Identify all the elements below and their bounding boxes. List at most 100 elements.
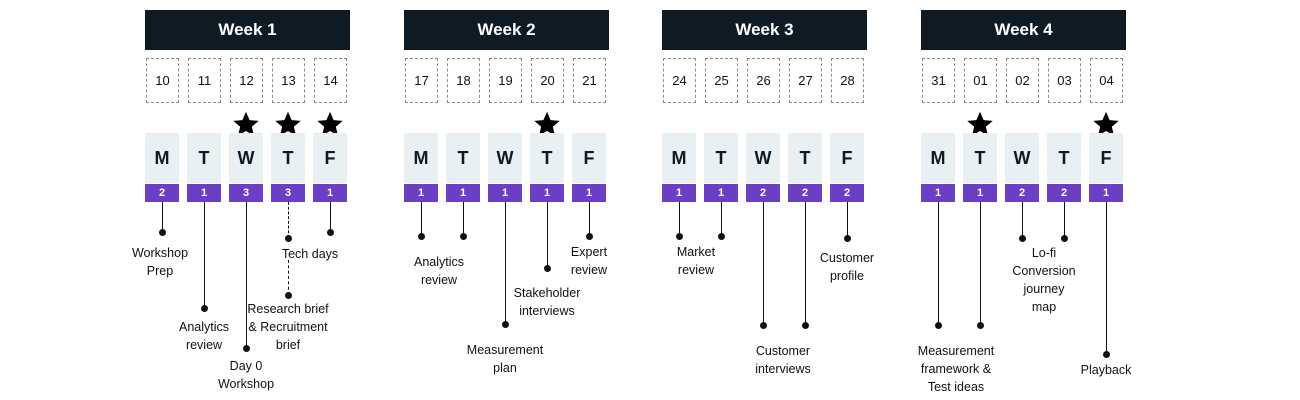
day-tile: W (488, 133, 522, 183)
star-icon (316, 110, 344, 138)
connector-line (246, 202, 247, 348)
connector-line (980, 202, 981, 325)
star-icon (1092, 110, 1120, 138)
activity-count-badge: 1 (530, 184, 564, 202)
star-icon (533, 110, 561, 138)
activity-count-badge: 1 (921, 184, 955, 202)
activity-count-badge: 1 (313, 184, 347, 202)
day-tile: T (788, 133, 822, 183)
week-header: Week 4 (921, 10, 1126, 50)
day-tile: T (1047, 133, 1081, 183)
activity-count-badge: 2 (145, 184, 179, 202)
date-box: 26 (747, 58, 780, 103)
connector-dot (934, 321, 942, 329)
activity-count-badge: 3 (229, 184, 263, 202)
activity-label: Tech days (281, 247, 339, 261)
date-box: 14 (314, 58, 347, 103)
connector-dot (543, 264, 551, 272)
date-box: 11 (188, 58, 221, 103)
activity-count-badge: 2 (1047, 184, 1081, 202)
connector-line (162, 202, 163, 232)
day-tile: W (1005, 133, 1039, 183)
date-box: 02 (1006, 58, 1039, 103)
star-icon (966, 110, 994, 138)
star-icon (274, 110, 302, 138)
connector-line (589, 202, 590, 236)
connector-dot (1018, 234, 1026, 242)
activity-count-badge: 1 (488, 184, 522, 202)
day-tile: T (704, 133, 738, 183)
day-tile: F (572, 133, 606, 183)
activity-count-badge: 2 (1005, 184, 1039, 202)
star-icon (232, 110, 260, 138)
connector-dot (976, 321, 984, 329)
day-tile: F (830, 133, 864, 183)
activity-count-badge: 1 (572, 184, 606, 202)
date-box: 27 (789, 58, 822, 103)
date-box: 18 (447, 58, 480, 103)
day-tile: T (187, 133, 221, 183)
date-box: 28 (831, 58, 864, 103)
date-box: 04 (1090, 58, 1123, 103)
connector-dot (326, 228, 334, 236)
day-tile: T (271, 133, 305, 183)
connector-dot (717, 232, 725, 240)
week-header: Week 2 (404, 10, 609, 50)
connector-dot (585, 232, 593, 240)
connector-line (847, 202, 848, 238)
connector-dot (801, 321, 809, 329)
activity-label: Lo-fi Conversion journey map (1012, 246, 1076, 314)
connector-dot (1102, 350, 1110, 358)
connector-dot (242, 344, 250, 352)
activity-label: Expert review (570, 245, 608, 277)
connector-dot (417, 232, 425, 240)
connector-dot (158, 228, 166, 236)
date-box: 25 (705, 58, 738, 103)
date-box: 01 (964, 58, 997, 103)
connector-line (679, 202, 680, 236)
date-box: 12 (230, 58, 263, 103)
connector-line (288, 202, 289, 238)
connector-line (763, 202, 764, 325)
connector-line (463, 202, 464, 236)
day-tile: T (530, 133, 564, 183)
day-tile: F (313, 133, 347, 183)
activity-label: Playback (1080, 363, 1132, 377)
day-tile: W (229, 133, 263, 183)
activity-label: Analytics review (413, 255, 465, 287)
activity-count-badge: 3 (271, 184, 305, 202)
day-tile: F (1089, 133, 1123, 183)
activity-count-badge: 1 (704, 184, 738, 202)
date-box: 17 (405, 58, 438, 103)
connector-dot (284, 234, 292, 242)
connector-line (938, 202, 939, 325)
date-box: 20 (531, 58, 564, 103)
connector-dot (501, 320, 509, 328)
day-tile: T (446, 133, 480, 183)
day-tile: M (921, 133, 955, 183)
day-tile: T (963, 133, 997, 183)
connector-line (1106, 202, 1107, 354)
activity-count-badge: 2 (788, 184, 822, 202)
activity-count-badge: 1 (187, 184, 221, 202)
activity-count-badge: 2 (746, 184, 780, 202)
day-tile: M (662, 133, 696, 183)
connector-line (505, 202, 506, 324)
date-box: 10 (146, 58, 179, 103)
activity-label: Customer profile (819, 251, 875, 283)
date-box: 19 (489, 58, 522, 103)
activity-count-badge: 1 (1089, 184, 1123, 202)
connector-line (204, 202, 205, 308)
activity-label: Measurement plan (466, 343, 544, 375)
week-header: Week 1 (145, 10, 350, 50)
activity-count-badge: 1 (404, 184, 438, 202)
day-tile: M (145, 133, 179, 183)
connector-dot (200, 304, 208, 312)
day-tile: M (404, 133, 438, 183)
connector-dot (459, 232, 467, 240)
connector-dot (1060, 234, 1068, 242)
connector-dot (759, 321, 767, 329)
connector-dot (843, 234, 851, 242)
date-box: 24 (663, 58, 696, 103)
